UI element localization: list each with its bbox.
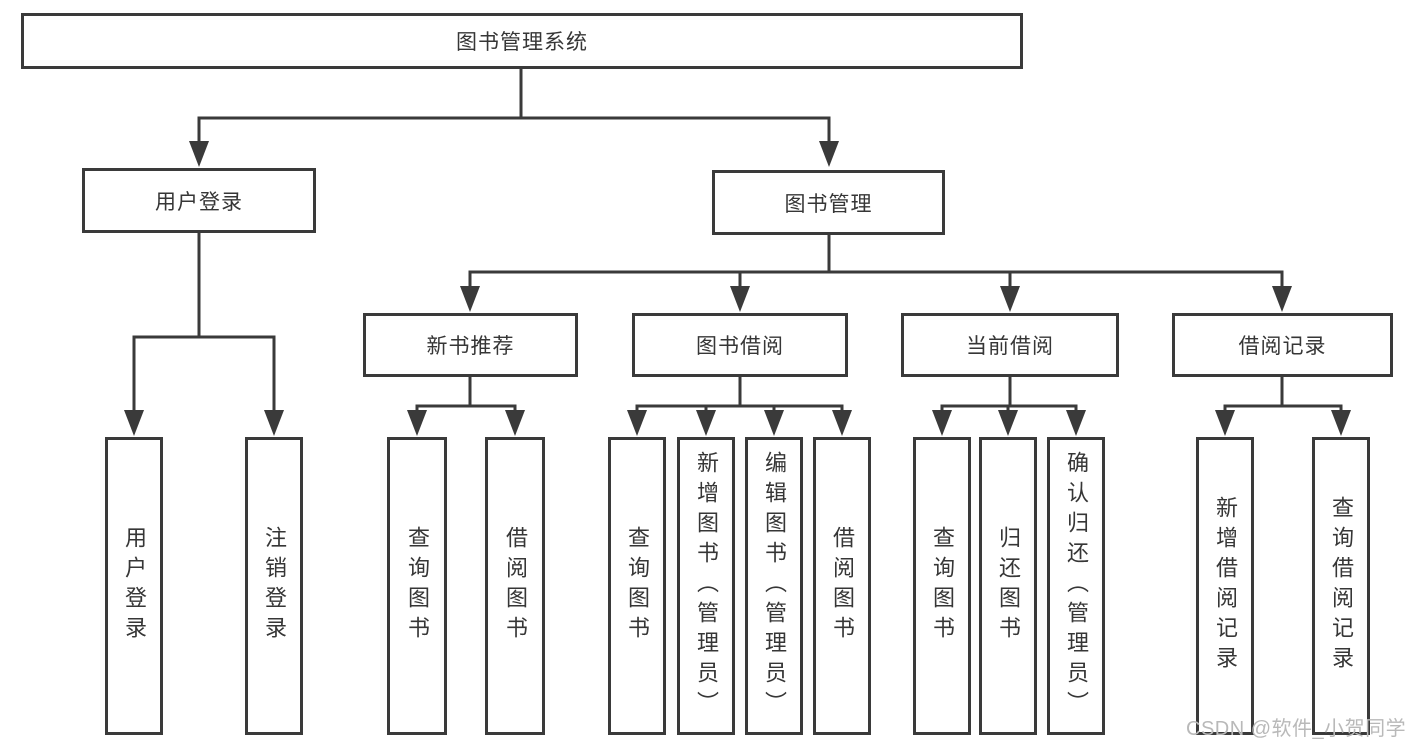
leaf-label: 借阅图书: [503, 526, 528, 646]
edges-new-rec-to-leaves: [407, 375, 525, 436]
node-label: 借阅记录: [1238, 335, 1327, 358]
node-current-borrowing: 当前借阅: [901, 313, 1119, 377]
node-user-login: 用户登录: [82, 168, 316, 233]
node-label: 用户登录: [155, 190, 243, 214]
leaf-label: 查询图书: [405, 526, 430, 646]
leaf-label: 新增借阅记录: [1213, 496, 1238, 676]
leaf-logout: 注销登录: [245, 437, 303, 735]
edges-book-mgmt-to-level2: [460, 233, 1292, 312]
node-book-management: 图书管理: [712, 170, 945, 235]
leaf-label: 新增图书（管理员）: [694, 451, 719, 721]
leaf-borrow-add-books-admin: 新增图书（管理员）: [677, 437, 735, 735]
leaf-label: 归还图书: [996, 526, 1021, 646]
leaf-rec-borrow-books: 借阅图书: [485, 437, 545, 735]
leaf-label: 用户登录: [122, 526, 147, 646]
node-label: 图书管理系统: [456, 31, 588, 54]
leaf-label: 查询借阅记录: [1329, 496, 1354, 676]
leaf-label: 查询图书: [930, 526, 955, 646]
node-borrowing-records: 借阅记录: [1172, 313, 1393, 377]
leaf-label: 确认归还（管理员）: [1064, 451, 1089, 721]
leaf-current-query-books: 查询图书: [913, 437, 971, 735]
leaf-label: 注销登录: [262, 526, 287, 646]
edges-user-login-to-leaves: [124, 231, 284, 436]
edges-records-to-leaves: [1215, 375, 1351, 436]
leaf-label: 编辑图书（管理员）: [762, 451, 787, 721]
leaf-current-confirm-return-admin: 确认归还（管理员）: [1047, 437, 1105, 735]
csdn-watermark: CSDN @软件_小贺同学: [1186, 718, 1405, 740]
edges-current-to-leaves: [932, 375, 1086, 436]
edges-root-to-level1: [189, 67, 839, 167]
leaf-rec-query-books: 查询图书: [387, 437, 447, 735]
node-label: 图书借阅: [696, 335, 784, 358]
leaf-borrow-borrow-books: 借阅图书: [813, 437, 871, 735]
leaf-label: 查询图书: [625, 526, 650, 646]
node-book-borrowing: 图书借阅: [632, 313, 848, 377]
leaf-records-add-record: 新增借阅记录: [1196, 437, 1254, 735]
node-label: 新书推荐: [426, 335, 515, 358]
leaf-user-login: 用户登录: [105, 437, 163, 735]
node-label: 图书管理: [784, 192, 873, 216]
leaf-label: 借阅图书: [830, 526, 855, 646]
leaf-current-return-books: 归还图书: [979, 437, 1037, 735]
leaf-records-query-record: 查询借阅记录: [1312, 437, 1370, 735]
node-root-library-system: 图书管理系统: [21, 13, 1023, 69]
edges-book-borrow-to-leaves: [627, 375, 852, 436]
node-new-book-recommend: 新书推荐: [363, 313, 578, 377]
leaf-borrow-query-books: 查询图书: [608, 437, 666, 735]
node-label: 当前借阅: [966, 335, 1054, 358]
leaf-borrow-edit-books-admin: 编辑图书（管理员）: [745, 437, 803, 735]
